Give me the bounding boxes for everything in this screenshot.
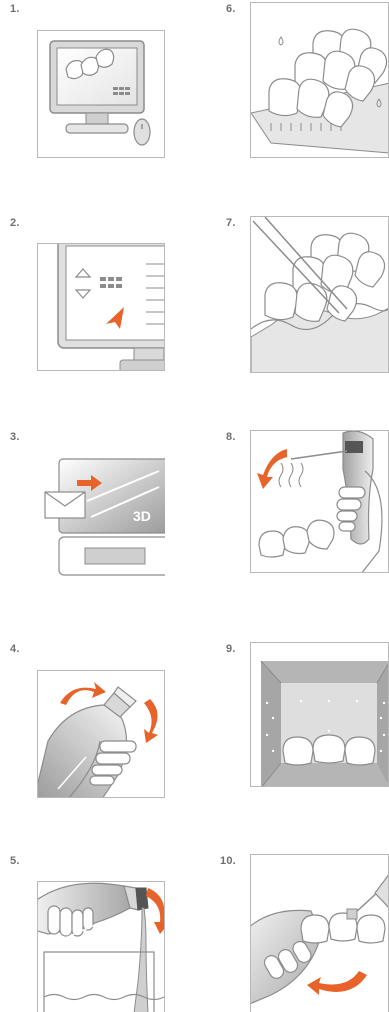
step-number: 1.	[10, 3, 20, 15]
computer-illustration	[37, 30, 165, 158]
crowns-platform-illustration	[250, 2, 389, 158]
air-dry-illustration	[250, 430, 389, 573]
remove-crowns-with-tweezers-icon	[251, 217, 389, 373]
step-number: 9.	[226, 643, 236, 655]
step-number: 3.	[10, 431, 20, 443]
export-settings-screen-icon	[38, 244, 165, 371]
pour-resin-into-tank-icon	[38, 882, 165, 1012]
printer-label: 3D	[133, 508, 151, 524]
printer-illustration: 3D	[37, 457, 165, 585]
step-number: 5.	[10, 855, 20, 867]
design-crowns-on-computer-icon	[38, 31, 165, 158]
shake-resin-bottle-icon	[38, 671, 165, 798]
tweezers-illustration	[250, 216, 389, 373]
washed-crowns-on-platform-icon	[251, 3, 389, 158]
monitor-settings-illustration	[37, 243, 165, 371]
step-number: 6.	[226, 3, 236, 15]
step-number: 7.	[226, 217, 236, 229]
pour-resin-illustration	[37, 881, 165, 1012]
finish-and-polish-crowns-icon	[251, 855, 389, 1012]
bottle-shake-illustration	[37, 670, 165, 798]
step-number: 2.	[10, 217, 20, 229]
light-box-illustration	[250, 642, 389, 787]
step-number: 4.	[10, 643, 20, 655]
post-cure-light-box-icon	[251, 643, 389, 787]
step-number: 8.	[226, 431, 236, 443]
air-dry-crowns-icon	[251, 431, 389, 573]
step-number: 10.	[220, 855, 236, 867]
polish-illustration	[250, 854, 389, 1012]
send-to-3d-printer-icon: 3D	[37, 457, 165, 585]
